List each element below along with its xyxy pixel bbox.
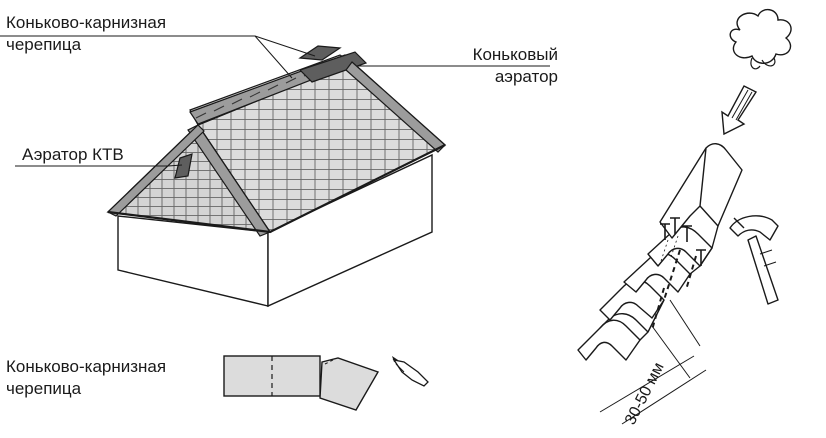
house-roof-icon [106,45,447,308]
label-ridge-eave-tile-bottom: Коньково-карнизная черепица [6,356,166,400]
nail-icon [660,217,706,266]
label-ridge-aerator-line2: аэратор [494,67,558,86]
label-ridge-eave-tile-bottom-line1: Коньково-карнизная [6,357,167,376]
ridge-tile-stack-icon [577,143,743,361]
leader-lines [0,35,550,167]
house-side-wall [267,153,433,308]
ktv-aerator-icon [174,153,193,179]
ridge-aerator-icon [298,51,368,83]
airflow-arrow-icon [721,85,758,136]
label-ktv-aerator: Аэратор КТВ [22,145,124,164]
hip-ridge-right [345,61,446,153]
ridge-tile-1 [577,319,641,361]
leader-ktv-aerator [15,164,183,167]
label-ridge-aerator-line1: Коньковый [472,45,558,64]
utility-knife-icon [392,356,429,387]
tile-strip-right [319,357,380,411]
label-ridge-eave-tile-top-line1: Коньково-карнизная [6,13,167,32]
cloud-icon [729,9,792,70]
hammer-icon [729,215,779,305]
tile-strip-icon [223,355,380,411]
hip-ridge-front [106,124,205,217]
ridge-tile-4 [647,226,713,267]
nail-lines [651,249,697,331]
label-ridge-eave-tile-top-line2: черепица [6,35,82,54]
dimension-lines [599,299,707,425]
label-ridge-eave-tile-top: Коньково-карнизная черепица [6,12,166,56]
hip-ridge-left [187,124,271,237]
leader-ridge-eave-tile-2 [254,35,316,57]
label-ridge-aerator: Коньковый аэратор [458,44,558,88]
label-ridge-eave-tile-bottom-line2: черепица [6,379,82,398]
roof-eave [107,144,446,234]
ridge-eave-tile-icon [298,45,342,61]
